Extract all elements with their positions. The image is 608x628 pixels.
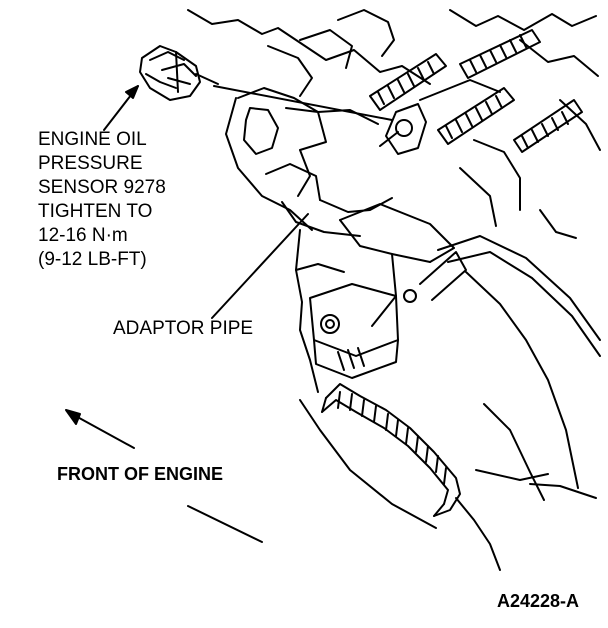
oil-pressure-sensor: [139, 45, 219, 101]
sensor-label-line-5: 12-16 N·m: [38, 225, 128, 246]
sensor-label-line-6: (9-12 LB-FT): [38, 249, 147, 270]
oil-pan: [299, 235, 601, 571]
sensor-label-line-2: PRESSURE: [38, 153, 143, 174]
crank-damper-ring: [321, 383, 461, 517]
sensor-label-line-3: SENSOR 9278: [38, 177, 166, 198]
adaptor-pipe-label: ADAPTOR PIPE: [113, 318, 254, 339]
sensor-label-line-1: ENGINE OIL: [38, 129, 147, 150]
sensor-leader-arrow: [103, 85, 139, 131]
engine-block: [187, 9, 601, 393]
threaded-studs: [369, 29, 583, 155]
oil-pressure-sensor-label: ENGINE OIL PRESSURE SENSOR 9278 TIGHTEN …: [38, 128, 166, 272]
adaptor-pipe-leader: [211, 213, 309, 319]
front-of-engine-label: FRONT OF ENGINE: [57, 464, 223, 484]
sensor-label-line-4: TIGHTEN TO: [38, 201, 153, 222]
adaptor-pipe-bracket: [309, 203, 467, 379]
mount-leader: [379, 131, 399, 147]
figure-id-label: A24228-A: [497, 591, 580, 611]
front-direction-arrows: [65, 409, 263, 543]
